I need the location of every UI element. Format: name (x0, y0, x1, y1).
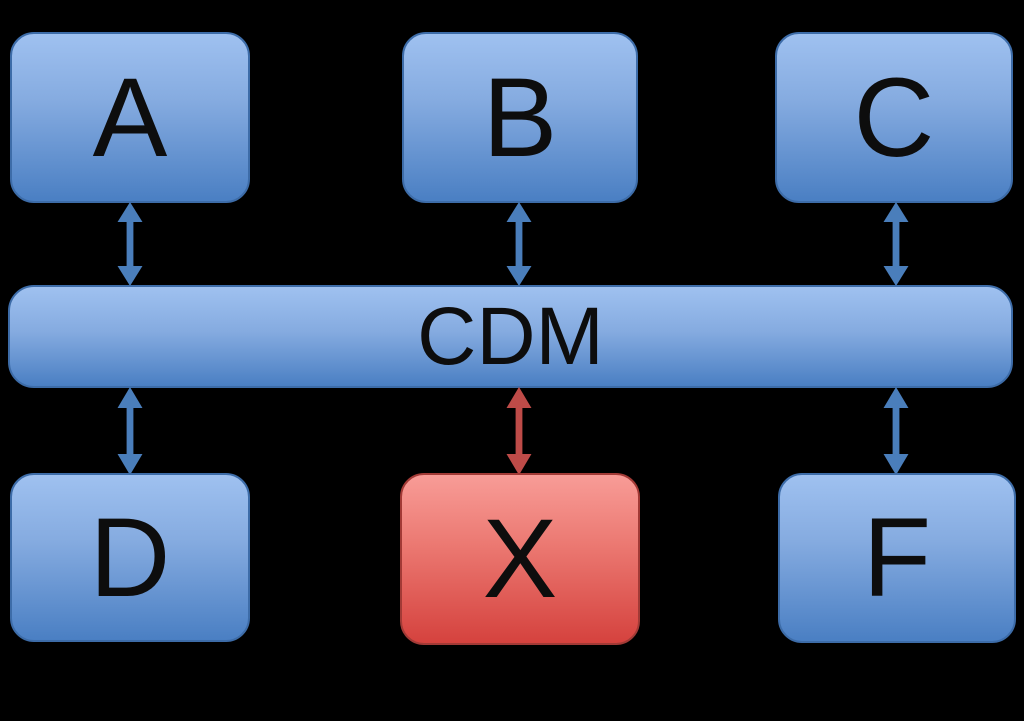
node-d-label: D (89, 494, 171, 620)
arrow-c-cdm-bidirectional-icon (879, 202, 913, 286)
node-x-label: X (482, 496, 558, 621)
node-b-label: B (482, 54, 558, 180)
node-c: C (775, 32, 1013, 203)
node-b: B (402, 32, 638, 203)
node-a: A (10, 32, 250, 203)
node-f: F (778, 473, 1016, 643)
arrow-b-cdm-bidirectional-icon (502, 202, 536, 286)
cdm-bus-label: CDM (417, 290, 604, 382)
cdm-bus: CDM (8, 285, 1013, 388)
node-f-label: F (862, 495, 932, 620)
node-x-highlighted: X (400, 473, 640, 645)
arrow-cdm-x-bidirectional-icon (502, 387, 536, 475)
node-a-label: A (92, 54, 168, 180)
node-c-label: C (853, 54, 935, 180)
arrow-cdm-f-bidirectional-icon (879, 387, 913, 475)
arrow-cdm-d-bidirectional-icon (113, 387, 147, 475)
node-d: D (10, 473, 250, 642)
arrow-a-cdm-bidirectional-icon (113, 202, 147, 286)
